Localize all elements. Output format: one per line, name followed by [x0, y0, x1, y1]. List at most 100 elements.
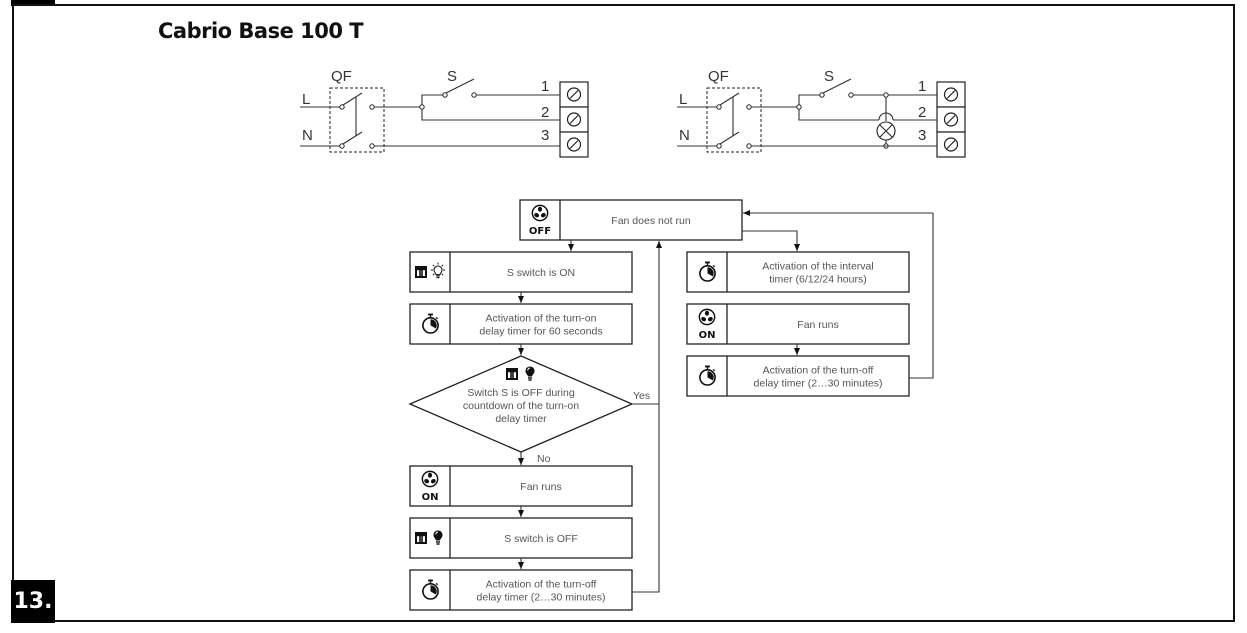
switch-label: S	[447, 68, 457, 85]
step-text: S switch is ON	[507, 267, 575, 279]
wire	[798, 94, 820, 105]
fan-on-icon: ON	[699, 308, 715, 341]
terminal-label-2: 2	[541, 104, 549, 121]
start-box-frame	[519, 199, 743, 241]
fan-state-label: OFF	[529, 226, 551, 237]
switch-blade	[445, 78, 475, 94]
step-text: delay timer (2…30 minutes)	[754, 378, 883, 390]
step-turn-on-delay-frame	[409, 303, 633, 345]
fan-on-icon: ON	[422, 470, 439, 503]
step-text: Activation of the turn-on	[486, 313, 597, 325]
wiring-without-lamp: QF S L N 1 2 3	[300, 68, 589, 158]
switch-contact	[819, 92, 825, 98]
switchbox-glyph	[415, 266, 427, 278]
fan-state-label: ON	[422, 492, 439, 503]
decision-no-label: No	[537, 453, 551, 465]
screw-slot	[946, 90, 956, 99]
step-text: Fan does not run	[611, 215, 691, 227]
breaker-contact-l	[342, 92, 363, 106]
step-turn-off-delay-left-frame	[409, 569, 633, 611]
switch-icon	[506, 368, 518, 380]
decision-text: countdown of the turn-on	[463, 400, 579, 412]
step-s-switch-off: S switch is OFF	[409, 517, 633, 559]
step-s-switch-off-frame	[409, 517, 633, 559]
contact	[746, 143, 752, 149]
junction	[883, 92, 889, 98]
arrow-start-to-interval	[742, 230, 800, 251]
terminal-screw	[943, 87, 959, 102]
junction	[419, 104, 425, 110]
page-tab-marker	[11, 0, 55, 6]
step-fan-runs-right-frame	[686, 303, 910, 345]
step-s-switch-on: S switch is ON	[409, 251, 633, 293]
contact	[716, 104, 722, 110]
terminal-label-3: 3	[918, 127, 926, 144]
step-turn-off-delay-right-frame	[686, 355, 910, 397]
terminal-label-1: 1	[541, 78, 549, 95]
page-title: Cabrio Base 100 T	[158, 19, 364, 43]
step-text: Activation of the turn-off	[763, 365, 874, 377]
contact	[339, 143, 345, 149]
screw-slot	[946, 140, 956, 149]
step-fan-runs: ON Fan runs	[409, 465, 633, 507]
terminal-screw	[943, 137, 959, 152]
start-box: OFF Fan does not run	[519, 199, 743, 241]
switch-blade	[822, 78, 852, 94]
terminal-label-2: 2	[918, 104, 926, 121]
screw-slot	[946, 115, 956, 124]
terminal-screw	[566, 112, 582, 127]
terminal-screw	[566, 87, 582, 102]
screw-slot	[569, 90, 579, 99]
junction	[796, 104, 802, 110]
figure-number-badge: 13.	[11, 580, 55, 623]
lamp-cross	[879, 124, 893, 138]
breaker-box	[329, 87, 385, 153]
switch-contact	[848, 92, 854, 98]
line-label-n: N	[302, 127, 313, 144]
wire-terminal-2	[798, 109, 879, 121]
step-fan-runs-frame	[409, 465, 633, 507]
wiring-with-lamp: QF S L N 1 2 3	[677, 68, 966, 158]
screw-slot	[569, 140, 579, 149]
figure-frame	[12, 4, 1235, 622]
switch-label: S	[824, 68, 834, 85]
wire-hop	[878, 112, 894, 121]
step-interval-timer-frame	[686, 251, 910, 293]
terminal-screw	[566, 137, 582, 152]
contact	[746, 104, 752, 110]
wire	[421, 94, 443, 105]
switchbox-glyph	[415, 532, 427, 544]
step-text: S switch is OFF	[504, 533, 578, 545]
breaker-contact-l	[719, 92, 740, 106]
step-text: Activation of the interval	[762, 261, 873, 273]
decision-text: Switch S is OFF during	[467, 387, 575, 399]
breaker-contact-n	[719, 131, 740, 145]
terminal-label-3: 3	[541, 127, 549, 144]
terminal-screw	[943, 112, 959, 127]
step-text: delay timer for 60 seconds	[479, 326, 602, 338]
switch-contact	[442, 92, 448, 98]
contact	[369, 143, 375, 149]
step-text: Fan runs	[797, 319, 838, 331]
contact	[339, 104, 345, 110]
breaker-label: QF	[331, 68, 352, 85]
wire-terminal-2	[421, 109, 560, 121]
step-fan-runs-right: ON Fan runs	[686, 303, 910, 345]
contact	[369, 104, 375, 110]
screw-slot	[569, 115, 579, 124]
line-label-l: L	[302, 91, 310, 108]
terminal-label-1: 1	[918, 78, 926, 95]
breaker-contact-n	[342, 131, 363, 145]
line-label-l: L	[679, 91, 687, 108]
step-text: Activation of the turn-off	[486, 579, 597, 591]
step-text: Fan runs	[520, 481, 561, 493]
line-label-n: N	[679, 127, 690, 144]
step-text: delay timer (2…30 minutes)	[477, 592, 606, 604]
step-text: timer (6/12/24 hours)	[769, 274, 866, 286]
breaker-label: QF	[708, 68, 729, 85]
